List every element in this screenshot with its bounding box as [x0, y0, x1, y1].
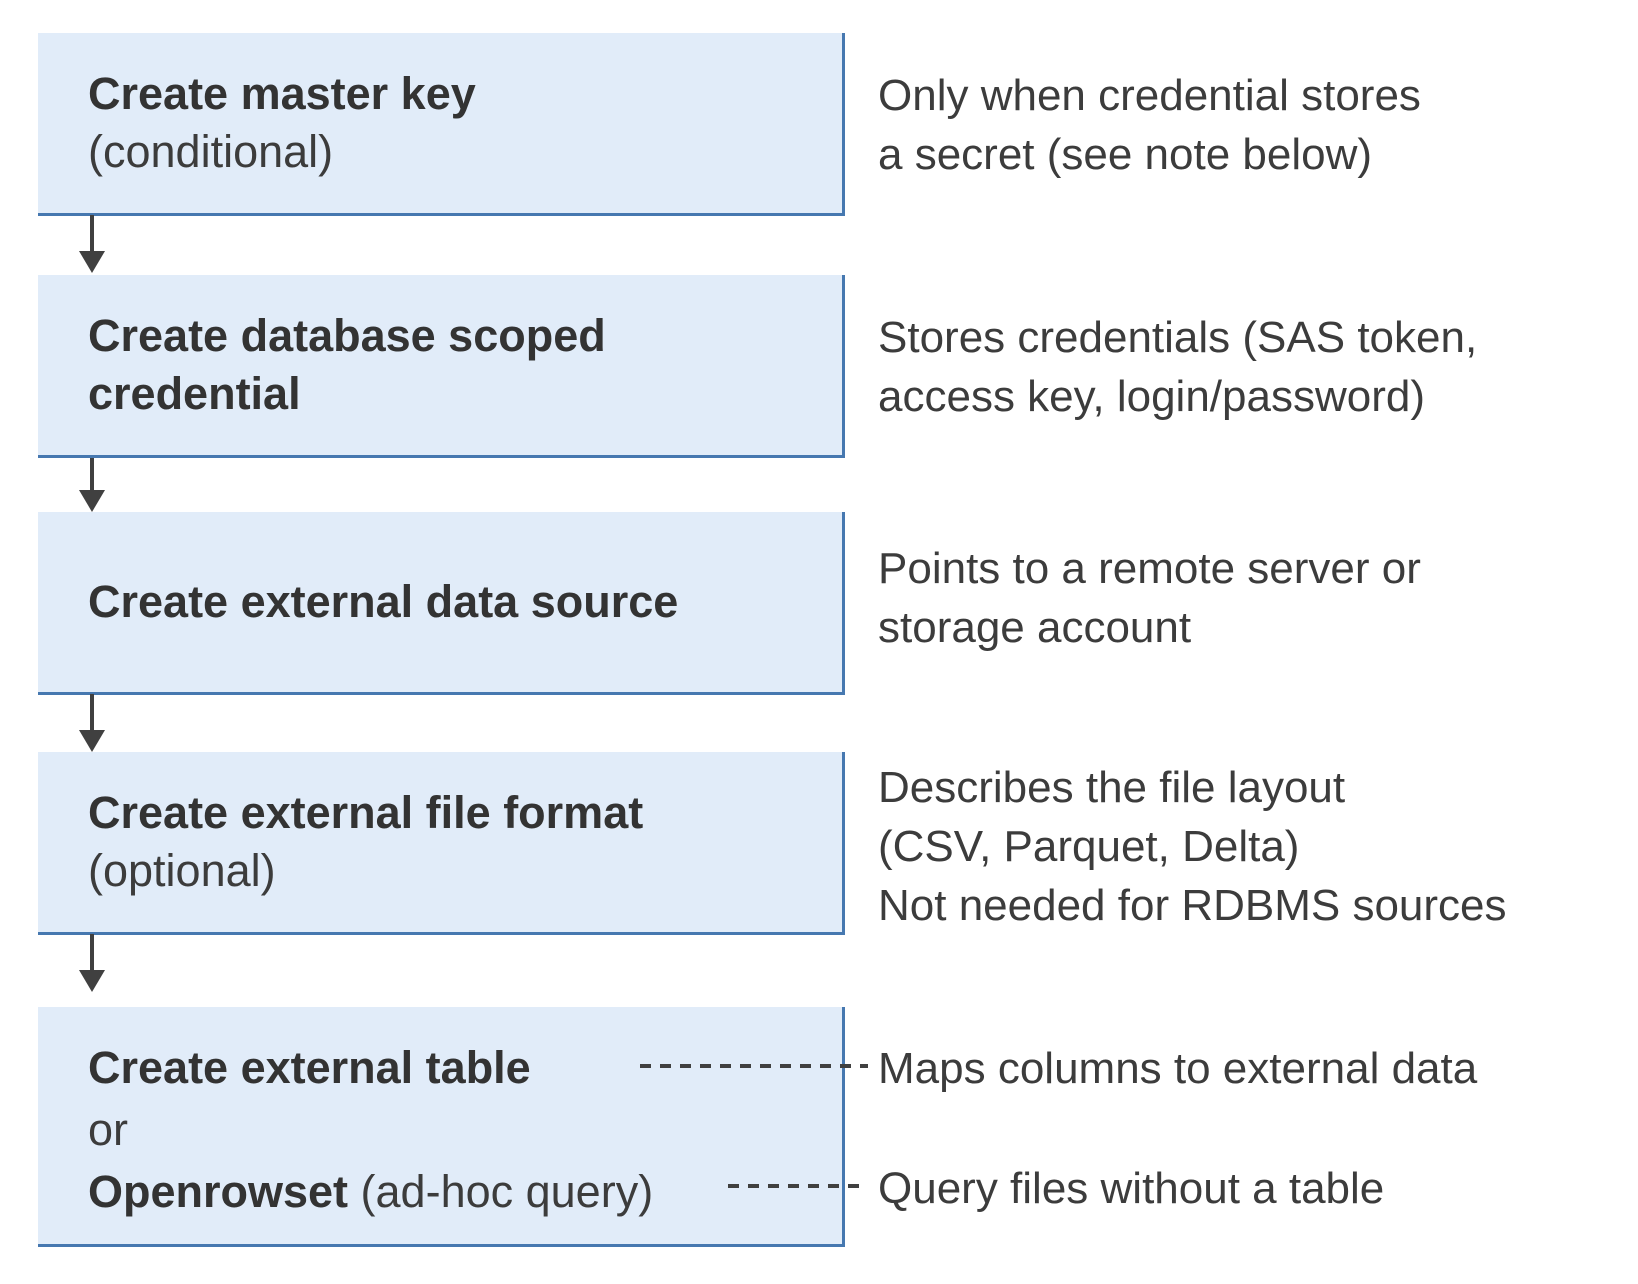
annotation-line: a secret (see note below) [878, 130, 1373, 179]
step-create-external-file-format: Create external file format (optional) [38, 752, 845, 935]
dashed-connector-openrowset [728, 1184, 866, 1188]
annotation-line: Describes the file layout [878, 763, 1346, 812]
step-or-label: or [88, 1099, 842, 1161]
arrow-stem [90, 934, 94, 972]
annotation-line: (CSV, Parquet, Delta) [878, 822, 1300, 871]
annotation-external-table: Maps columns to external data [878, 1039, 1618, 1098]
annotation-line: Maps columns to external data [878, 1044, 1478, 1093]
annotation-master-key: Only when credential stores a secret (se… [878, 66, 1618, 184]
annotation-scoped-credential: Stores credentials (SAS token, access ke… [878, 308, 1618, 426]
step-title-line2: credential [88, 365, 842, 423]
annotation-line: Query files without a table [878, 1164, 1385, 1213]
step-subtitle: (conditional) [88, 123, 842, 181]
step-create-external-data-source: Create external data source [38, 512, 845, 695]
step-openrowset-regular: (ad-hoc query) [348, 1166, 654, 1217]
annotation-line: Points to a remote server or [878, 544, 1421, 593]
annotation-openrowset: Query files without a table [878, 1159, 1618, 1218]
annotation-file-format: Describes the file layout (CSV, Parquet,… [878, 758, 1618, 935]
arrow-stem [90, 215, 94, 253]
step-subtitle-regular: (conditional) [88, 126, 334, 177]
annotation-line: Stores credentials (SAS token, [878, 313, 1478, 362]
step-title: Create external file format [88, 784, 842, 842]
annotation-line: Only when credential stores [878, 71, 1421, 120]
arrow-head [79, 490, 105, 512]
step-create-external-table-or-openrowset: Create external table or Openrowset (ad-… [38, 1007, 845, 1247]
annotation-data-source: Points to a remote server or storage acc… [878, 539, 1618, 657]
arrow-head [79, 970, 105, 992]
arrow-down-icon [79, 215, 105, 273]
step-title-bold: Create external file format [88, 787, 644, 838]
arrow-head [79, 730, 105, 752]
step-or-regular: or [88, 1104, 129, 1155]
step-title-bold: Create external table [88, 1042, 531, 1093]
step-title-bold: credential [88, 368, 301, 419]
annotation-line: storage account [878, 603, 1192, 652]
step-title: Create database scoped [88, 307, 842, 365]
step-openrowset-label: Openrowset (ad-hoc query) [88, 1161, 842, 1223]
arrow-down-icon [79, 694, 105, 752]
step-title-bold: Create external data source [88, 576, 679, 627]
step-title-bold: Create master key [88, 68, 476, 119]
step-openrowset-bold: Openrowset [88, 1166, 349, 1217]
step-title-bold: Create database scoped [88, 310, 606, 361]
arrow-stem [90, 694, 94, 732]
step-title: Create external table [88, 1037, 842, 1099]
step-subtitle: (optional) [88, 842, 842, 900]
arrow-down-icon [79, 934, 105, 992]
step-create-database-scoped-credential: Create database scoped credential [38, 275, 845, 458]
step-title: Create master key [88, 65, 842, 123]
dashed-connector-external-table [640, 1064, 868, 1068]
arrow-stem [90, 458, 94, 492]
arrow-head [79, 251, 105, 273]
step-title: Create external data source [88, 573, 842, 631]
annotation-line: access key, login/password) [878, 372, 1425, 421]
annotation-line: Not needed for RDBMS sources [878, 881, 1507, 930]
arrow-down-icon [79, 458, 105, 512]
step-create-master-key: Create master key (conditional) [38, 33, 845, 216]
step-subtitle-regular: (optional) [88, 845, 276, 896]
